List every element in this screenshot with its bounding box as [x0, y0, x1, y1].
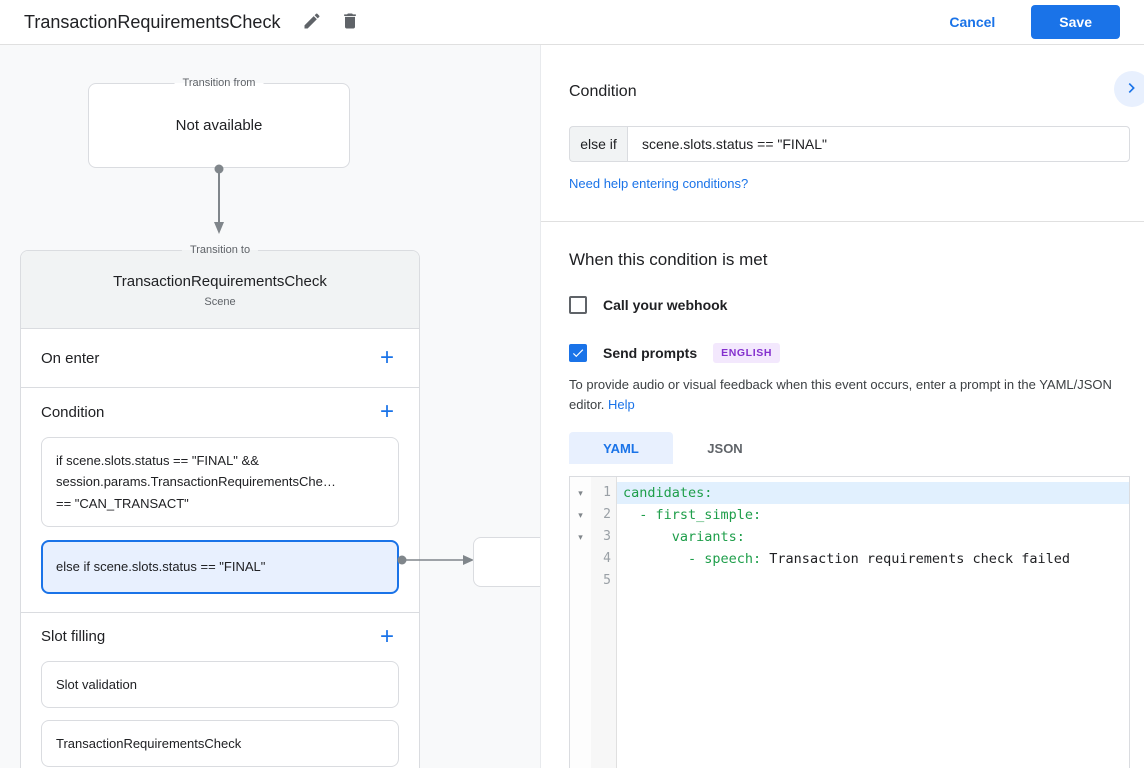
webhook-checkbox[interactable]	[569, 296, 587, 314]
condition-section: Condition if scene.slots.status == "FINA…	[21, 387, 419, 612]
scene-node: Transition to TransactionRequirementsChe…	[20, 244, 420, 768]
conditions-help-link[interactable]: Need help entering conditions?	[569, 176, 749, 191]
tab-json[interactable]: JSON	[673, 432, 777, 464]
transition-from-legend: Transition from	[174, 77, 264, 89]
chevron-right-icon	[1122, 78, 1142, 101]
transition-to-legend: Transition to	[181, 244, 259, 256]
pencil-icon	[302, 11, 322, 34]
slot-item[interactable]: TransactionRequirementsCheck	[41, 719, 399, 767]
condition-item[interactable]: if scene.slots.status == "FINAL" && sess…	[41, 437, 399, 528]
on-enter-row: On enter	[21, 329, 419, 387]
flow-canvas: Transition from Not available Transition…	[0, 45, 540, 768]
transition-from-node: Transition from Not available	[88, 77, 350, 168]
check-icon	[572, 349, 584, 358]
top-bar: TransactionRequirementsCheck Cancel Save	[0, 0, 1144, 45]
when-met-heading: When this condition is met	[569, 250, 768, 269]
add-slot-button[interactable]	[375, 625, 399, 649]
code-line: ▾ 1 candidates:	[570, 482, 1129, 504]
line-number: 1	[603, 485, 611, 500]
condition-heading: Condition	[569, 83, 637, 100]
scene-node-subtitle: Scene	[204, 296, 236, 308]
slot-filling-label: Slot filling	[41, 628, 106, 646]
language-badge: ENGLISH	[713, 343, 780, 363]
fold-toggle-icon[interactable]: ▾	[578, 510, 583, 520]
send-prompts-row: Send prompts ENGLISH	[569, 343, 1130, 363]
send-prompts-checkbox[interactable]	[569, 344, 587, 362]
code-text[interactable]: - first_simple:	[623, 507, 762, 523]
code-text[interactable]: candidates:	[617, 482, 1129, 504]
tab-yaml[interactable]: YAML	[569, 432, 673, 464]
prompt-helper-text: To provide audio or visual feedback when…	[569, 375, 1130, 414]
condition-prefix-label: else if	[569, 126, 627, 162]
editor-gutter	[570, 477, 617, 768]
add-on-enter-button[interactable]	[375, 346, 399, 370]
condition-expression-input[interactable]	[627, 126, 1130, 162]
code-lines: ▾ 1 candidates: ▾ 2 - first_simple: ▾ 3 varian…	[570, 477, 1129, 592]
slot-filling-section: Slot filling Slot validation Transaction…	[21, 611, 419, 768]
flow-arrow-down-icon	[214, 164, 224, 234]
fold-toggle-icon[interactable]: ▾	[578, 532, 583, 542]
condition-editor-section: Condition else if Need help entering con…	[541, 45, 1144, 222]
edit-scene-button[interactable]	[300, 9, 324, 36]
flow-arrow-right-icon	[397, 555, 474, 565]
code-text[interactable]	[617, 570, 1129, 592]
save-button[interactable]: Save	[1031, 5, 1120, 39]
detail-panel: Condition else if Need help entering con…	[540, 45, 1144, 768]
editor-tabs: YAML JSON	[569, 432, 1130, 464]
yaml-code-editor[interactable]: ▾ 1 candidates: ▾ 2 - first_simple: ▾ 3 varian…	[569, 476, 1130, 768]
code-text[interactable]: - speech: Transaction requirements check…	[623, 551, 1071, 567]
slot-item[interactable]: Slot validation	[41, 660, 399, 708]
helper-text: To provide audio or visual feedback when…	[569, 377, 1112, 412]
collapse-panel-button[interactable]	[1114, 71, 1144, 107]
fold-spacer	[570, 548, 591, 570]
cancel-button[interactable]: Cancel	[949, 14, 996, 30]
trash-icon	[340, 11, 360, 34]
condition-section-label: Condition	[41, 403, 105, 421]
code-line: ▾ 3 variants:	[570, 526, 1129, 548]
transition-from-value: Not available	[175, 117, 263, 134]
page-title: TransactionRequirementsCheck	[24, 11, 281, 32]
when-met-section: When this condition is met Call your web…	[541, 222, 1144, 768]
line-number: 5	[603, 573, 611, 588]
fold-toggle-icon[interactable]: ▾	[578, 488, 583, 498]
code-line: 5	[570, 570, 1129, 592]
scene-node-header[interactable]: TransactionRequirementsCheck Scene	[21, 251, 419, 329]
code-text[interactable]: variants:	[623, 529, 745, 545]
on-enter-label: On enter	[41, 349, 100, 367]
condition-item-selected[interactable]: else if scene.slots.status == "FINAL"	[41, 540, 399, 594]
line-number: 3	[603, 529, 611, 544]
code-line: 4 - speech: Transaction requirements che…	[570, 548, 1129, 570]
webhook-row: Call your webhook	[569, 296, 1130, 314]
help-link[interactable]: Help	[608, 396, 635, 412]
scene-node-title: TransactionRequirementsCheck	[113, 273, 327, 290]
transition-target-node[interactable]	[473, 537, 540, 587]
line-number: 2	[603, 507, 611, 522]
delete-scene-button[interactable]	[338, 9, 362, 36]
line-number: 4	[603, 551, 611, 566]
fold-spacer	[570, 570, 591, 592]
send-prompts-label: Send prompts	[603, 345, 698, 361]
webhook-label: Call your webhook	[603, 297, 728, 313]
code-line: ▾ 2 - first_simple:	[570, 504, 1129, 526]
add-condition-button[interactable]	[375, 400, 399, 424]
